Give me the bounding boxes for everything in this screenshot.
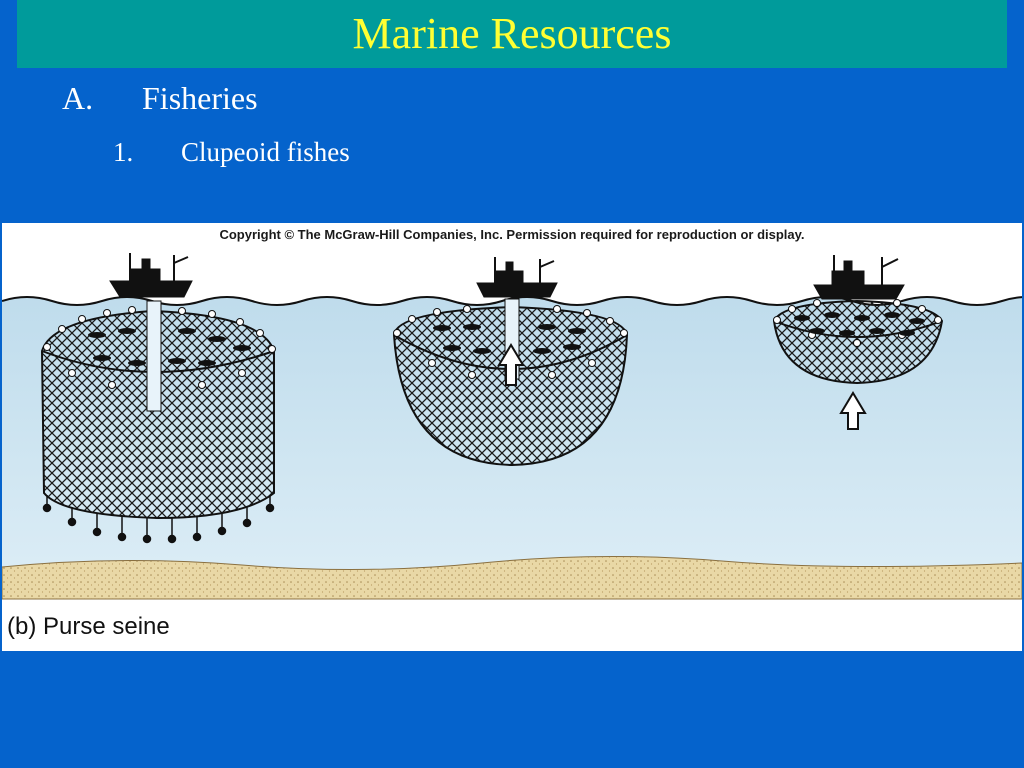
outline-marker: A. xyxy=(62,80,94,116)
outline-text: Fisheries xyxy=(142,80,258,116)
figure-caption: (b) Purse seine xyxy=(7,613,170,640)
purse-seine-net-icon xyxy=(772,299,944,385)
purse-seine-figure: Copyright © The McGraw-Hill Companies, I… xyxy=(2,223,1022,651)
outline-item-a: A. Fisheries xyxy=(62,80,258,117)
outline-item-1: 1. Clupeoid fishes xyxy=(113,137,350,168)
fishing-boat-icon xyxy=(109,253,193,298)
outline-text: Clupeoid fishes xyxy=(181,137,350,167)
fishing-boat-icon xyxy=(813,255,905,300)
outline-marker: 1. xyxy=(113,137,134,167)
purse-seine-net-icon xyxy=(40,300,276,544)
fish-school-icon xyxy=(88,328,251,366)
slide-title: Marine Resources xyxy=(352,9,672,58)
copyright-notice: Copyright © The McGraw-Hill Companies, I… xyxy=(219,227,805,242)
up-arrow-icon xyxy=(497,343,525,386)
up-arrow-icon xyxy=(839,391,867,430)
fish-school-icon xyxy=(794,312,925,336)
sea-floor xyxy=(2,555,1022,600)
purse-seine-illustration xyxy=(2,253,1022,600)
fish-school-icon xyxy=(433,324,586,354)
title-bar: Marine Resources xyxy=(17,0,1007,68)
fishing-boat-icon xyxy=(476,257,558,298)
